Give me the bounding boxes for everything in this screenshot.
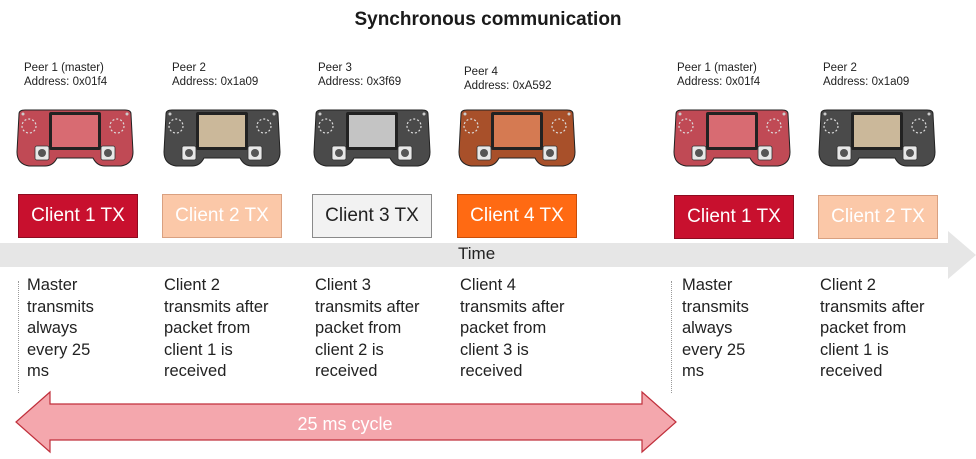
peer-address: Address: 0x1a09 — [823, 76, 910, 88]
device-board-graphic — [673, 109, 791, 167]
description-line: received — [460, 362, 523, 381]
description-line: always — [682, 319, 733, 338]
diagram-title: Synchronous communication — [354, 9, 622, 30]
description-line: client 2 is — [315, 340, 384, 359]
peer-name: Peer 2 — [823, 62, 857, 74]
description-line: transmits — [682, 297, 749, 316]
time-label: Time — [458, 244, 496, 263]
cycle-marker-line — [18, 281, 19, 393]
device-board-graphic — [818, 109, 936, 167]
client-tx-box: Client 1 TX — [674, 195, 794, 239]
description-line: client 1 is — [164, 340, 233, 359]
description-line: packet from — [460, 319, 547, 338]
peer-name: Peer 1 (master) — [677, 62, 757, 74]
description-line: every 25 — [27, 340, 91, 359]
description-line: packet from — [315, 319, 402, 338]
peer-address: Address: 0x1a09 — [172, 76, 259, 88]
device-board-graphic — [16, 109, 134, 167]
cycle-label: 25 ms cycle — [297, 414, 393, 434]
client-tx-box: Client 2 TX — [162, 194, 282, 238]
client-description: Master transmits always every 25 ms — [27, 275, 157, 383]
client-description: Client 2 transmits after packet from client… — [820, 275, 950, 383]
client-description: Master transmits always every 25 ms — [682, 275, 812, 383]
description-line: Client 2 — [820, 276, 876, 294]
client-description: Client 3 transmits after packet from client… — [315, 275, 445, 383]
device-image — [455, 108, 579, 170]
description-line: Master — [27, 276, 78, 294]
peer-name: Peer 2 — [172, 62, 206, 74]
peer-address: Address: 0x01f4 — [24, 76, 108, 88]
peer-address: Address: 0x3f69 — [318, 76, 402, 88]
time-arrow — [0, 231, 976, 279]
device-image — [160, 108, 284, 170]
device-board-graphic — [163, 109, 281, 167]
description-line: client 3 is — [460, 340, 529, 359]
description-line: client 1 is — [820, 340, 889, 359]
description-line: transmits after — [315, 297, 420, 316]
description-line: transmits after — [164, 297, 269, 316]
description-line: packet from — [820, 319, 907, 338]
description-line: Client 4 — [460, 276, 516, 294]
description-line: Master — [682, 276, 733, 294]
description-line: transmits after — [460, 297, 565, 316]
description-line: received — [164, 362, 227, 381]
description-line: transmits — [27, 297, 94, 316]
description-line: every 25 — [682, 340, 746, 359]
device-image — [13, 108, 137, 170]
peer-label: Peer 2 Address: 0x1a09 — [823, 61, 909, 89]
peer-label: Peer 1 (master) Address: 0x01f4 — [677, 61, 760, 89]
device-image — [815, 108, 939, 170]
description-line: received — [315, 362, 378, 381]
cycle-marker-line — [671, 281, 672, 393]
client-tx-box: Client 2 TX — [818, 195, 938, 239]
client-tx-box: Client 4 TX — [457, 194, 577, 238]
description-line: packet from — [164, 319, 251, 338]
peer-name: Peer 4 — [464, 66, 498, 78]
cycle-arrow — [15, 390, 677, 454]
description-line: ms — [682, 362, 704, 381]
description-line: always — [27, 319, 78, 338]
device-image — [310, 108, 434, 170]
client-description: Client 4 transmits after packet from client… — [460, 275, 590, 383]
client-tx-box: Client 3 TX — [312, 194, 432, 238]
peer-label: Peer 4 Address: 0xA592 — [464, 65, 552, 93]
description-line: Client 2 — [164, 276, 220, 294]
device-image — [670, 108, 794, 170]
peer-name: Peer 3 — [318, 62, 352, 74]
device-board-graphic — [313, 109, 431, 167]
client-description: Client 2 transmits after packet from client… — [164, 275, 294, 383]
peer-label: Peer 1 (master) Address: 0x01f4 — [24, 61, 107, 89]
description-line: ms — [27, 362, 49, 381]
description-line: transmits after — [820, 297, 925, 316]
description-line: Client 3 — [315, 276, 371, 294]
peer-address: Address: 0xA592 — [464, 80, 552, 92]
peer-label: Peer 3 Address: 0x3f69 — [318, 61, 401, 89]
peer-name: Peer 1 (master) — [24, 62, 104, 74]
peer-address: Address: 0x01f4 — [677, 76, 761, 88]
peer-label: Peer 2 Address: 0x1a09 — [172, 61, 258, 89]
description-line: received — [820, 362, 883, 381]
device-board-graphic — [458, 109, 576, 167]
client-tx-box: Client 1 TX — [18, 194, 138, 238]
